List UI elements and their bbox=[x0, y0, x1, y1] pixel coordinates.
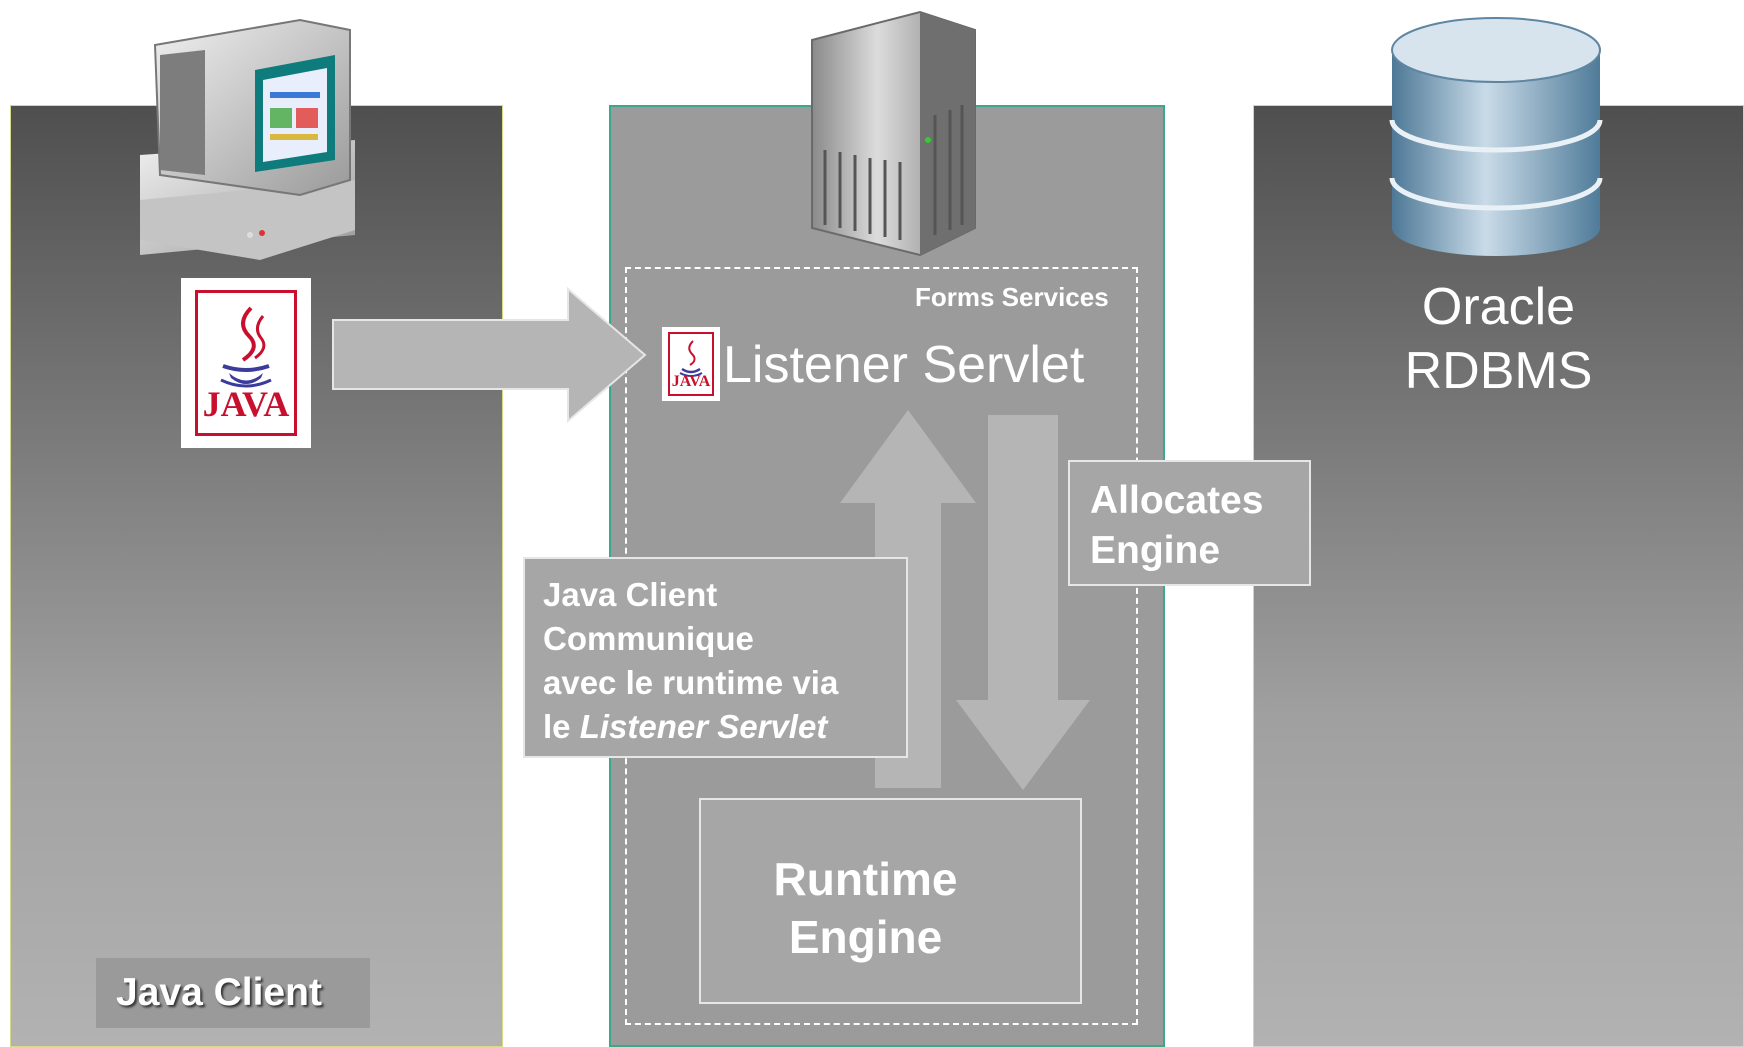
java-logo-frame bbox=[195, 290, 297, 436]
tower-server-icon bbox=[811, 10, 976, 257]
runtime-line2: Engine bbox=[788, 911, 943, 963]
java-logo-small: JAVA bbox=[662, 327, 720, 401]
allocates-line1: Allocates bbox=[1090, 479, 1264, 522]
runtime-line1: Runtime bbox=[773, 853, 958, 905]
java-logo-text: JAVA bbox=[202, 384, 290, 424]
oracle-rdbms-label: Oracle RDBMS bbox=[1253, 275, 1744, 403]
database-cylinder-icon bbox=[1389, 17, 1603, 256]
oracle-label-line1: Oracle bbox=[1421, 278, 1576, 336]
java-client-label: Java Client bbox=[96, 958, 370, 1028]
java-logo: JAVA bbox=[181, 278, 311, 448]
communication-callout: Java Client Communique avec le runtime v… bbox=[523, 557, 908, 758]
desktop-computer-icon bbox=[140, 18, 355, 260]
java-logo-small-text: JAVA bbox=[671, 373, 711, 390]
down-arrow bbox=[956, 415, 1090, 790]
allocates-engine-callout: Allocates Engine bbox=[1068, 460, 1311, 586]
java-logo-small-frame bbox=[668, 332, 714, 396]
coffee-cup-icon bbox=[220, 306, 272, 388]
comm-line4: le Listener Servlet bbox=[543, 705, 906, 749]
comm-line4-italic: Listener Servlet bbox=[579, 708, 828, 745]
comm-line3: avec le runtime via bbox=[543, 664, 839, 701]
request-arrow bbox=[332, 286, 647, 424]
listener-servlet-label: Listener Servlet bbox=[723, 336, 1085, 394]
comm-line4-prefix: le bbox=[543, 708, 580, 745]
runtime-engine-box: Runtime Engine bbox=[699, 798, 1082, 1004]
allocates-line2: Engine bbox=[1090, 529, 1221, 572]
comm-line1: Java Client bbox=[543, 576, 718, 613]
up-arrow bbox=[840, 410, 976, 788]
comm-line2: Communique bbox=[543, 620, 754, 657]
forms-services-label: Forms Services bbox=[915, 282, 1109, 312]
oracle-label-line2: RDBMS bbox=[1404, 342, 1593, 400]
java-client-panel bbox=[10, 105, 503, 1047]
coffee-cup-small-icon bbox=[679, 340, 703, 377]
